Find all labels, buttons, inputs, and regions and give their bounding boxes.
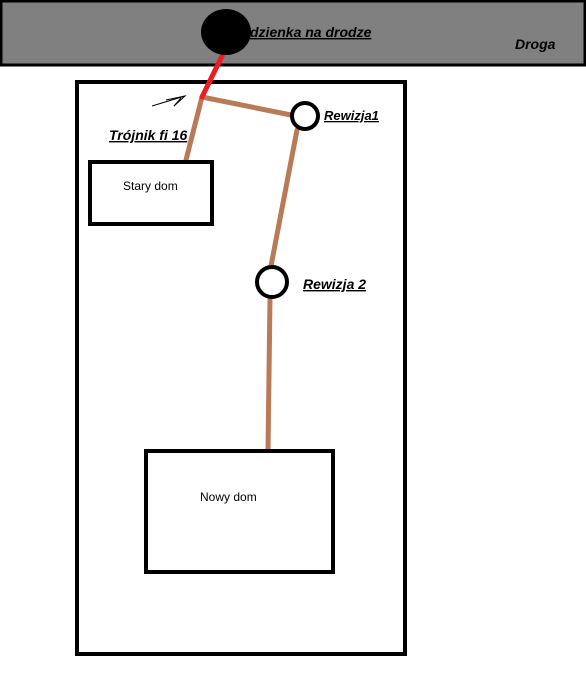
road-label: Droga [515, 36, 556, 52]
tee-label: Trójnik fi 16 [109, 127, 188, 143]
pipe-rev1-to-rev2 [268, 127, 300, 269]
pipe-tee-to-old-house [183, 94, 205, 163]
rev2-chamber [255, 265, 289, 299]
rev1-chamber [290, 101, 320, 131]
arrow-icon [151, 95, 187, 107]
new-house [144, 449, 335, 574]
connection-pipe [199, 49, 227, 100]
new-house-label: Nowy dom [200, 490, 257, 504]
old-house [88, 160, 214, 226]
plot-boundary [75, 80, 407, 656]
rev1-label: Rewizja1 [324, 108, 379, 123]
rev2-label: Rewizja 2 [303, 276, 366, 292]
road-well [201, 9, 251, 55]
road [0, 0, 586, 67]
pipe-tee-to-rev1 [199, 94, 294, 118]
old-house-label: Stary dom [123, 179, 178, 193]
pipe-rev2-to-new-house [265, 295, 273, 454]
road-well-label: dzienka na drodze [250, 24, 372, 40]
